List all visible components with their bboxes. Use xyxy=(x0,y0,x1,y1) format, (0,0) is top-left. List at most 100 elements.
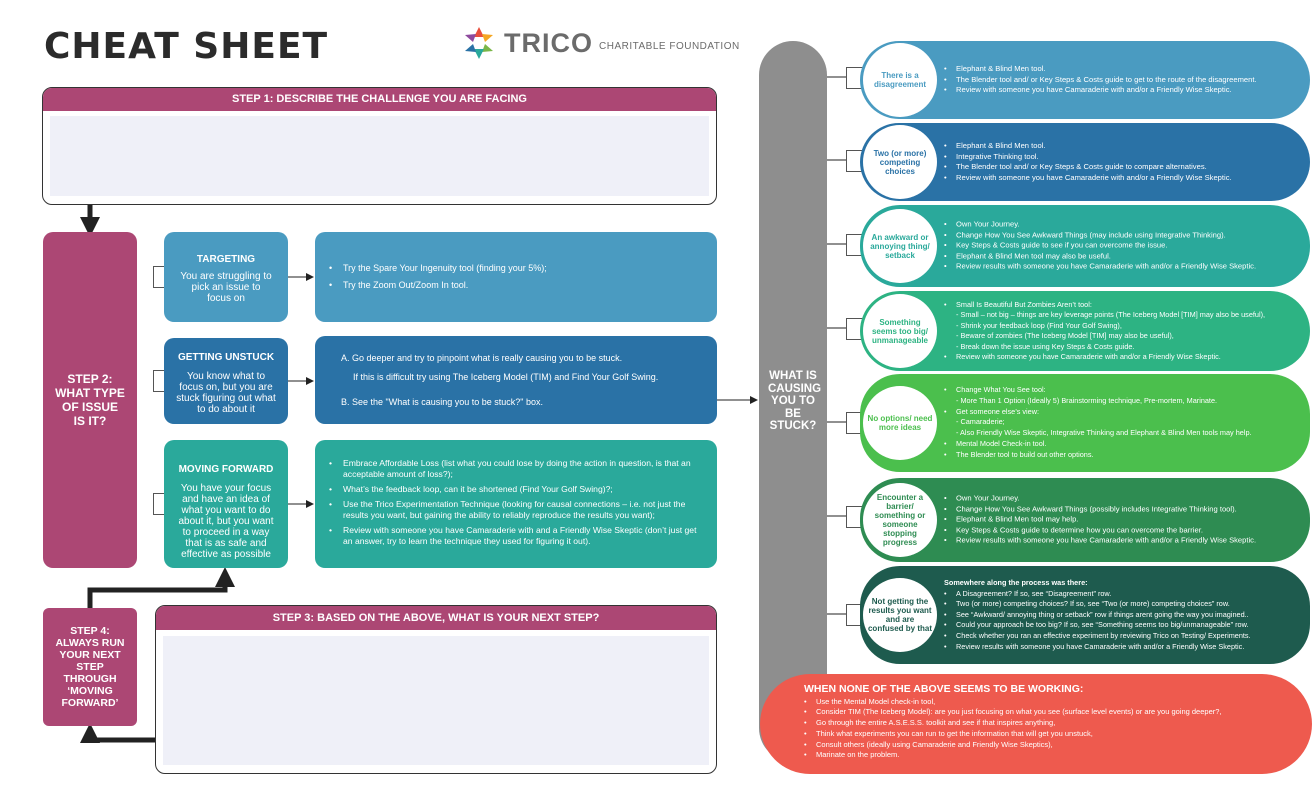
trico-logo: TRICO CHARITABLE FOUNDATION xyxy=(462,26,740,60)
cause-not-getting-results: Not getting the results you want and are… xyxy=(860,566,1310,664)
desc-moving-forward: Embrace Affordable Loss (list what you c… xyxy=(315,440,717,568)
list-item: Could your approach be too big? If so, s… xyxy=(944,620,1302,631)
type-getting-unstuck: GETTING UNSTUCK You know what to focus o… xyxy=(164,338,288,424)
desc-targeting: Try the Spare Your Ingenuity tool (findi… xyxy=(315,232,717,322)
arrow-step4-forward xyxy=(87,567,235,608)
cause-label: Encounter a barrier/ something or someon… xyxy=(863,483,937,557)
arrow-step3-step4 xyxy=(80,723,155,743)
cause-barrier: Encounter a barrier/ something or someon… xyxy=(860,478,1310,562)
page-title: CHEAT SHEET xyxy=(44,26,329,67)
list-item: Get someone else’s view: xyxy=(944,407,1302,418)
list-item: Try the Zoom Out/Zoom In tool. xyxy=(329,279,703,292)
cause-competing-choices: Two (or more) competing choices Elephant… xyxy=(860,123,1310,201)
step4-text: STEP 4: ALWAYS RUN YOUR NEXT STEP THROUG… xyxy=(55,625,125,709)
cause-label: No options/ need more ideas xyxy=(863,386,937,460)
list-item: Elephant & Blind Men tool. xyxy=(944,141,1302,152)
list-item: Elephant & Blind Men tool may help. xyxy=(944,515,1302,526)
type-title: TARGETING xyxy=(196,254,256,265)
list-heading: Somewhere along the process was there: xyxy=(944,577,1088,587)
list-item: Review with someone you have Camaraderie… xyxy=(944,173,1302,184)
list-item: A Disagreement? If so, see “Disagreement… xyxy=(944,589,1302,600)
list-item: Review with someone you have Camaraderie… xyxy=(944,85,1302,96)
cause-list: Own Your Journey. Change How You See Awk… xyxy=(944,494,1302,547)
list-item: Try the Spare Your Ingenuity tool (findi… xyxy=(329,262,703,275)
list-item: - Camaraderie; xyxy=(956,417,1005,427)
list-item: Review results with someone you have Cam… xyxy=(944,641,1302,652)
list-item: Review results with someone you have Cam… xyxy=(944,536,1302,547)
list-item: What’s the feedback loop, can it be shor… xyxy=(329,484,703,495)
list-item: Review with someone you have Camaraderie… xyxy=(329,525,703,547)
list-item: Go through the entire A.S.E.S.S. toolkit… xyxy=(804,718,1312,729)
cause-list: Change What You See tool: - More Than 1 … xyxy=(944,385,1302,461)
type-text: You have your focus and have an idea of … xyxy=(178,483,274,560)
type-title: MOVING FORWARD xyxy=(178,464,274,475)
type-targeting: TARGETING You are struggling to pick an … xyxy=(164,232,288,322)
list-item: Own Your Journey. xyxy=(944,220,1302,231)
cause-disagreement: There is a disagreement Elephant & Blind… xyxy=(860,41,1310,119)
cause-list: Own Your Journey. Change How You See Awk… xyxy=(944,220,1302,273)
type-text: You are struggling to pick an issue to f… xyxy=(180,271,272,304)
cause-label: Not getting the results you want and are… xyxy=(863,578,937,652)
cause-no-options: No options/ need more ideas Change What … xyxy=(860,374,1310,472)
desc-getting-unstuck: A. Go deeper and try to pinpoint what is… xyxy=(315,336,717,424)
list-item: Key Steps & Costs guide to determine how… xyxy=(944,525,1302,536)
list-item: Elephant & Blind Men tool. xyxy=(944,64,1302,75)
cause-label: An awkward or annoying thing/ setback xyxy=(863,209,937,283)
list-item: Change What You See tool: xyxy=(944,385,1302,396)
list-item: - More Than 1 Option (Ideally 5) Brainst… xyxy=(956,396,1218,406)
none-title: WHEN NONE OF THE ABOVE SEEMS TO BE WORKI… xyxy=(804,683,1084,695)
type-moving-forward: MOVING FORWARD You have your focus and h… xyxy=(164,440,288,568)
list-item: The Blender tool and/ or Key Steps & Cos… xyxy=(944,162,1302,173)
step2-text: STEP 2: WHAT TYPE OF ISSUE IS IT? xyxy=(55,372,125,428)
list-item: See “Awkward/ annoying thing or setback”… xyxy=(944,610,1302,621)
cause-label: Something seems too big/ unmanageable xyxy=(863,294,937,368)
list-item: Consider TIM (The Iceberg Model): are yo… xyxy=(804,707,1312,718)
list-item: A. Go deeper and try to pinpoint what is… xyxy=(341,353,623,363)
list-item: The Blender tool and/ or Key Steps & Cos… xyxy=(944,75,1302,86)
list-item: Think what experiments you can run to ge… xyxy=(804,729,1312,740)
step3-title: STEP 3: BASED ON THE ABOVE, WHAT IS YOUR… xyxy=(156,606,716,630)
list-item: Mental Model Check-in tool. xyxy=(944,439,1302,450)
step1-title: STEP 1: DESCRIBE THE CHALLENGE YOU ARE F… xyxy=(43,88,716,111)
logo-subtitle: CHARITABLE FOUNDATION xyxy=(599,40,740,52)
list-item: Review results with someone you have Cam… xyxy=(944,262,1302,273)
list-item: The Blender tool to build out other opti… xyxy=(944,450,1302,461)
step4-label: STEP 4: ALWAYS RUN YOUR NEXT STEP THROUG… xyxy=(43,608,137,726)
cause-label: Two (or more) competing choices xyxy=(863,125,937,199)
list-item: Integrative Thinking tool. xyxy=(944,151,1302,162)
step1-input-area[interactable] xyxy=(50,116,709,196)
cause-list: Small Is Beautiful But Zombies Aren’t to… xyxy=(944,300,1302,363)
list-item: Change How You See Awkward Things (may i… xyxy=(944,230,1302,241)
step1-panel: STEP 1: DESCRIBE THE CHALLENGE YOU ARE F… xyxy=(42,87,717,205)
list-item: Consult others (ideally using Camaraderi… xyxy=(804,740,1312,751)
list-item: Change How You See Awkward Things (possi… xyxy=(944,504,1302,515)
list-item: Key Steps & Costs guide to see if you ca… xyxy=(944,241,1302,252)
list-item: - Small – not big – things are key lever… xyxy=(956,310,1266,320)
step3-input-area[interactable] xyxy=(163,636,709,765)
list-item: If this is difficult try using The Icebe… xyxy=(353,372,659,382)
list-item: - Shrink your feedback loop (Find Your G… xyxy=(956,320,1122,330)
step3-panel: STEP 3: BASED ON THE ABOVE, WHAT IS YOUR… xyxy=(155,605,717,774)
list-item: Elephant & Blind Men tool may also be us… xyxy=(944,251,1302,262)
cause-too-big: Something seems too big/ unmanageable Sm… xyxy=(860,291,1310,371)
causing-stuck-column: WHAT IS CAUSING YOU TO BE STUCK? xyxy=(759,41,827,762)
list-item: Check whether you ran an effective exper… xyxy=(944,631,1302,642)
step2-label: STEP 2: WHAT TYPE OF ISSUE IS IT? xyxy=(43,232,137,568)
list-item: Use the Trico Experimentation Technique … xyxy=(329,499,703,521)
type-title: GETTING UNSTUCK xyxy=(177,352,275,363)
list-item: Own Your Journey. xyxy=(944,494,1302,505)
list-item: Marinate on the problem. xyxy=(804,750,1312,761)
none-working-box: WHEN NONE OF THE ABOVE SEEMS TO BE WORKI… xyxy=(760,674,1312,774)
cause-list: Elephant & Blind Men tool. Integrative T… xyxy=(944,141,1302,183)
list-item: Embrace Affordable Loss (list what you c… xyxy=(329,458,703,480)
type-text: You know what to focus on, but you are s… xyxy=(176,371,276,415)
list-item: B. See the "What is causing you to be st… xyxy=(341,397,543,407)
cause-label: There is a disagreement xyxy=(863,43,937,117)
list-item: Small Is Beautiful But Zombies Aren’t to… xyxy=(944,300,1302,311)
cause-awkward-thing: An awkward or annoying thing/ setback Ow… xyxy=(860,205,1310,287)
center-label: WHAT IS CAUSING YOU TO BE STUCK? xyxy=(768,370,822,433)
cause-list: Somewhere along the process was there: A… xyxy=(944,578,1302,652)
list-item: - Break down the issue using Key Steps &… xyxy=(956,341,1135,351)
trico-star-icon xyxy=(465,27,493,59)
